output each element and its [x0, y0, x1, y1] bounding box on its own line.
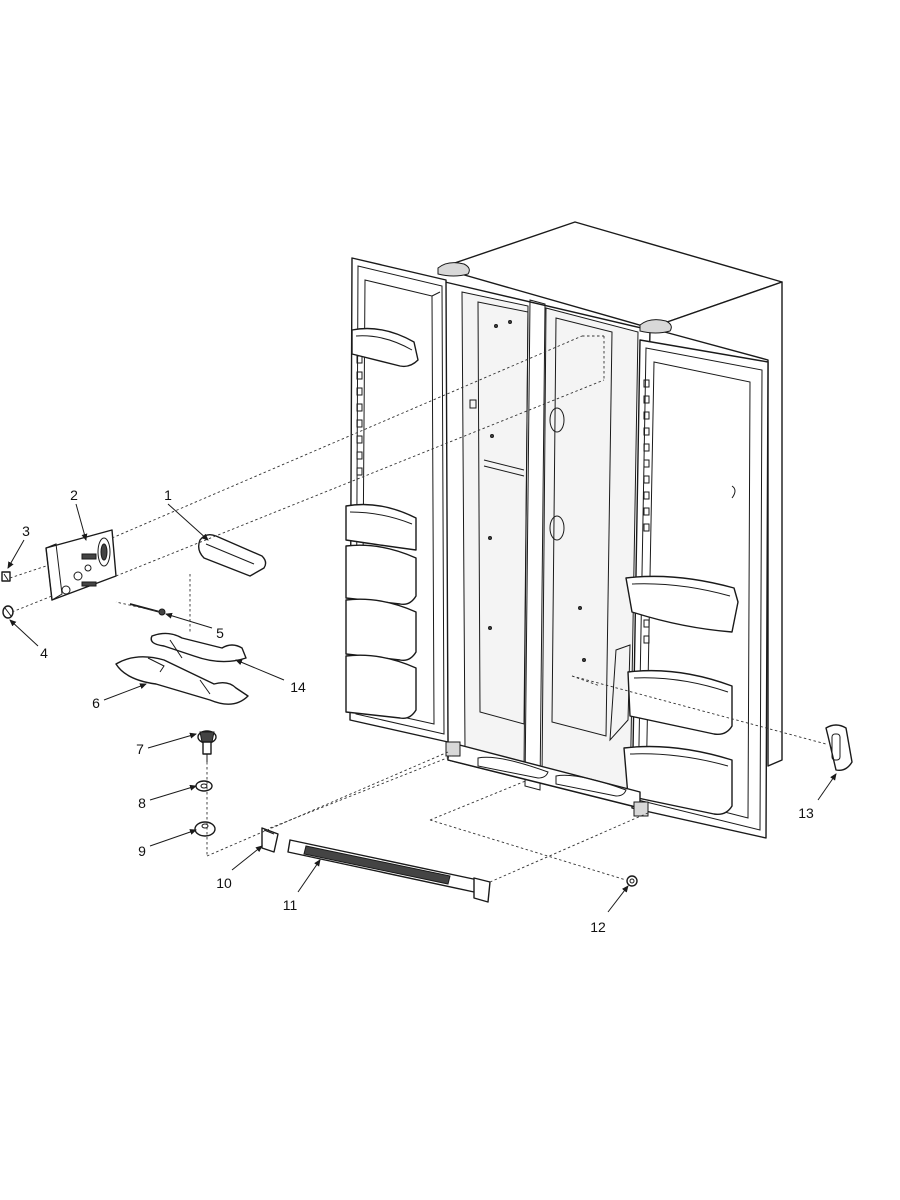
- fresh-food-door-bin: [627, 669, 733, 736]
- part-12-screw: [626, 875, 638, 887]
- callout-12: 12: [590, 919, 606, 935]
- freezer-door-bin: [345, 544, 417, 606]
- freezer-door-bin: [345, 503, 417, 551]
- part-1-trim-piece: [197, 533, 267, 577]
- callout-3: 3: [22, 523, 30, 539]
- part-7-leveling-leg: [197, 730, 217, 762]
- callout-5: 5: [216, 625, 224, 641]
- callout-2: 2: [70, 487, 78, 503]
- callout-4: 4: [40, 645, 48, 661]
- callout-labels: 1 2 3 4 5 6 7 8 9 10 11 12 13 14: [22, 487, 814, 935]
- freezer-door-bin: [351, 327, 419, 368]
- part-10-end-cap: [261, 827, 279, 853]
- callout-10: 10: [216, 875, 232, 891]
- assembly-lines: [9, 335, 827, 883]
- callout-14: 14: [290, 679, 306, 695]
- part-3-screw: [1, 571, 11, 582]
- part-13-end-cap: [825, 724, 853, 772]
- bottom-frame: [445, 741, 649, 817]
- part-4-screw: [2, 605, 14, 619]
- callout-1: 1: [164, 487, 172, 503]
- callout-13: 13: [798, 805, 814, 821]
- part-14-cover: [150, 632, 247, 663]
- part-5-pin: [129, 603, 166, 616]
- freezer-door: [345, 257, 449, 743]
- callout-leaders: [7, 503, 837, 913]
- door-rail-slots: [643, 379, 650, 644]
- freezer-door-bin: [345, 598, 417, 662]
- part-6-cover: [115, 656, 249, 705]
- refrigerator-cabinet: [437, 221, 783, 809]
- fresh-food-door-bin: [623, 745, 733, 816]
- callout-8: 8: [138, 795, 146, 811]
- fresh-food-door: [623, 339, 769, 839]
- callout-11: 11: [283, 897, 298, 913]
- callout-6: 6: [92, 695, 100, 711]
- part-11-toe-grille: [287, 839, 491, 903]
- callout-7: 7: [136, 741, 144, 757]
- part-8-washer: [195, 780, 213, 792]
- freezer-door-bin: [345, 654, 417, 720]
- part-2-bracket: [45, 529, 117, 601]
- fresh-food-door-bin: [625, 575, 739, 633]
- callout-9: 9: [138, 843, 146, 859]
- part-9-spacer: [194, 821, 216, 837]
